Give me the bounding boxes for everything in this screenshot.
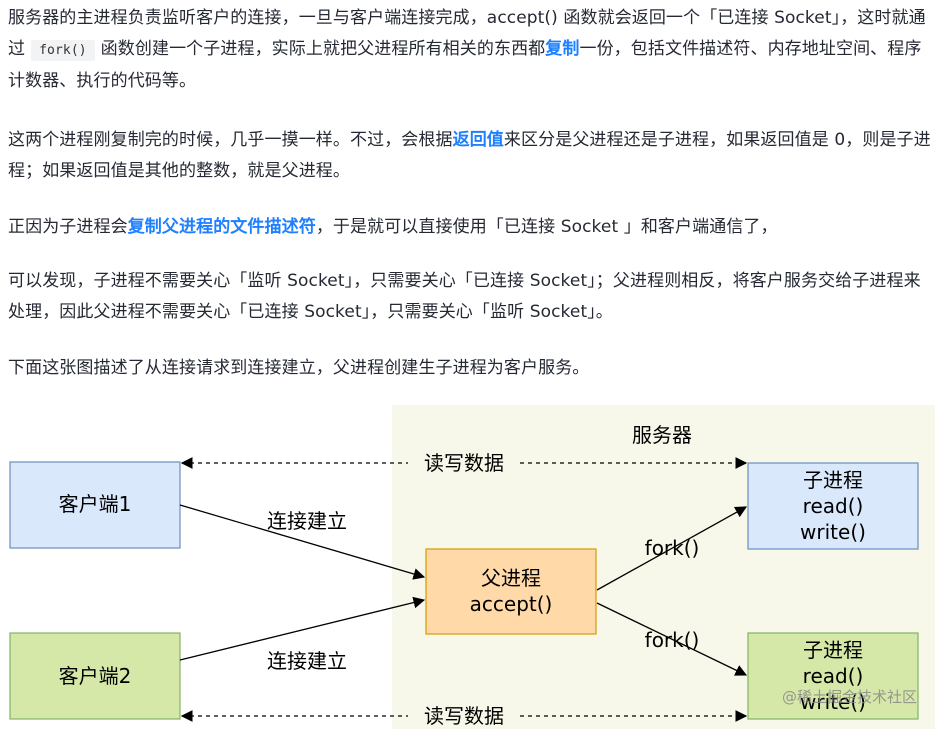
- child1-box: [747, 462, 919, 550]
- child1-label: 子进程: [803, 468, 863, 492]
- child2-label: 子进程: [803, 638, 863, 662]
- client1-label: 客户端1: [59, 492, 132, 516]
- fork-arrow-2: [596, 602, 748, 676]
- paragraph-file-descriptors: 正因为子进程会复制父进程的文件描述符，于是就可以直接使用「已连接 Socket …: [8, 212, 932, 243]
- parent-accept: accept(): [470, 592, 553, 616]
- paragraph-fork-intro: 服务器的主进程负责监听客户的连接，一旦与客户端连接完成，accept() 函数就…: [8, 3, 932, 97]
- p2-highlight: 返回值: [452, 130, 504, 150]
- paragraph-return-value: 这两个进程刚复制完的时候，几乎一摸一样。不过，会根据返回值来区分是父进程还是子进…: [8, 125, 932, 187]
- fork-label-1: fork(): [645, 536, 700, 560]
- p1-text-1: 服务器的主进程负责监听客户的连接，一旦与客户端连接完成，accept() 函数就…: [8, 8, 926, 59]
- p2-text-2: 来区分是父进程还是子进程，如果返回值是 0，则是子进程；如果返回值是其他的整数，…: [8, 130, 931, 181]
- parent-label: 父进程: [481, 566, 541, 590]
- server-label: 服务器: [632, 423, 692, 447]
- rw-label-top: 读写数据: [424, 451, 504, 475]
- p2-text-1: 这两个进程刚复制完的时候，几乎一摸一样。不过，会根据: [8, 130, 453, 150]
- parent-process-box: [425, 548, 597, 635]
- child2-box: [747, 632, 919, 720]
- p3-text-2: ，于是就可以直接使用「已连接 Socket 」和客户端通信了，: [315, 217, 778, 237]
- p3-text-1: 正因为子进程会: [8, 217, 128, 237]
- p1-text-2: 函数创建一个子进程，实际上就把父进程所有相关的东西都: [100, 39, 546, 59]
- connect-arrow-2: [179, 596, 426, 661]
- connect-arrow-1: [179, 504, 426, 580]
- child2-write: write(): [800, 690, 866, 714]
- p3-highlight: 复制父进程的文件描述符: [127, 217, 316, 237]
- child1-read: read(): [803, 494, 864, 518]
- client1-box: [9, 461, 181, 549]
- connect-label-2: 连接建立: [267, 649, 347, 673]
- paragraph-diagram-caption: 下面这张图描述了从连接请求到连接建立，父进程创建生子进程为客户服务。: [8, 358, 590, 378]
- watermark-text: @稀土掘金技术社区: [782, 688, 917, 706]
- child1-write: write(): [800, 520, 866, 544]
- client2-label: 客户端2: [59, 664, 132, 688]
- fork-arrow-1: [596, 506, 748, 591]
- rw-label-bottom: 读写数据: [424, 704, 504, 728]
- p1-text-3: 一份，包括文件描述符、内存地址空间、程序计数器、执行的代码等。: [8, 39, 922, 91]
- paragraph-socket-roles: 可以发现，子进程不需要关心「监听 Socket」，只需要关心「已连接 Socke…: [8, 271, 921, 322]
- inline-code-fork: fork(): [31, 40, 95, 61]
- child2-read: read(): [803, 664, 864, 688]
- client2-box: [9, 632, 181, 720]
- fork-process-diagram: 服务器 客户端1 客户端2 父进程 accept() 子进程 read() wr…: [9, 405, 935, 729]
- fork-label-2: fork(): [645, 628, 700, 652]
- connect-label-1: 连接建立: [267, 509, 347, 533]
- p1-highlight: 复制: [545, 39, 580, 59]
